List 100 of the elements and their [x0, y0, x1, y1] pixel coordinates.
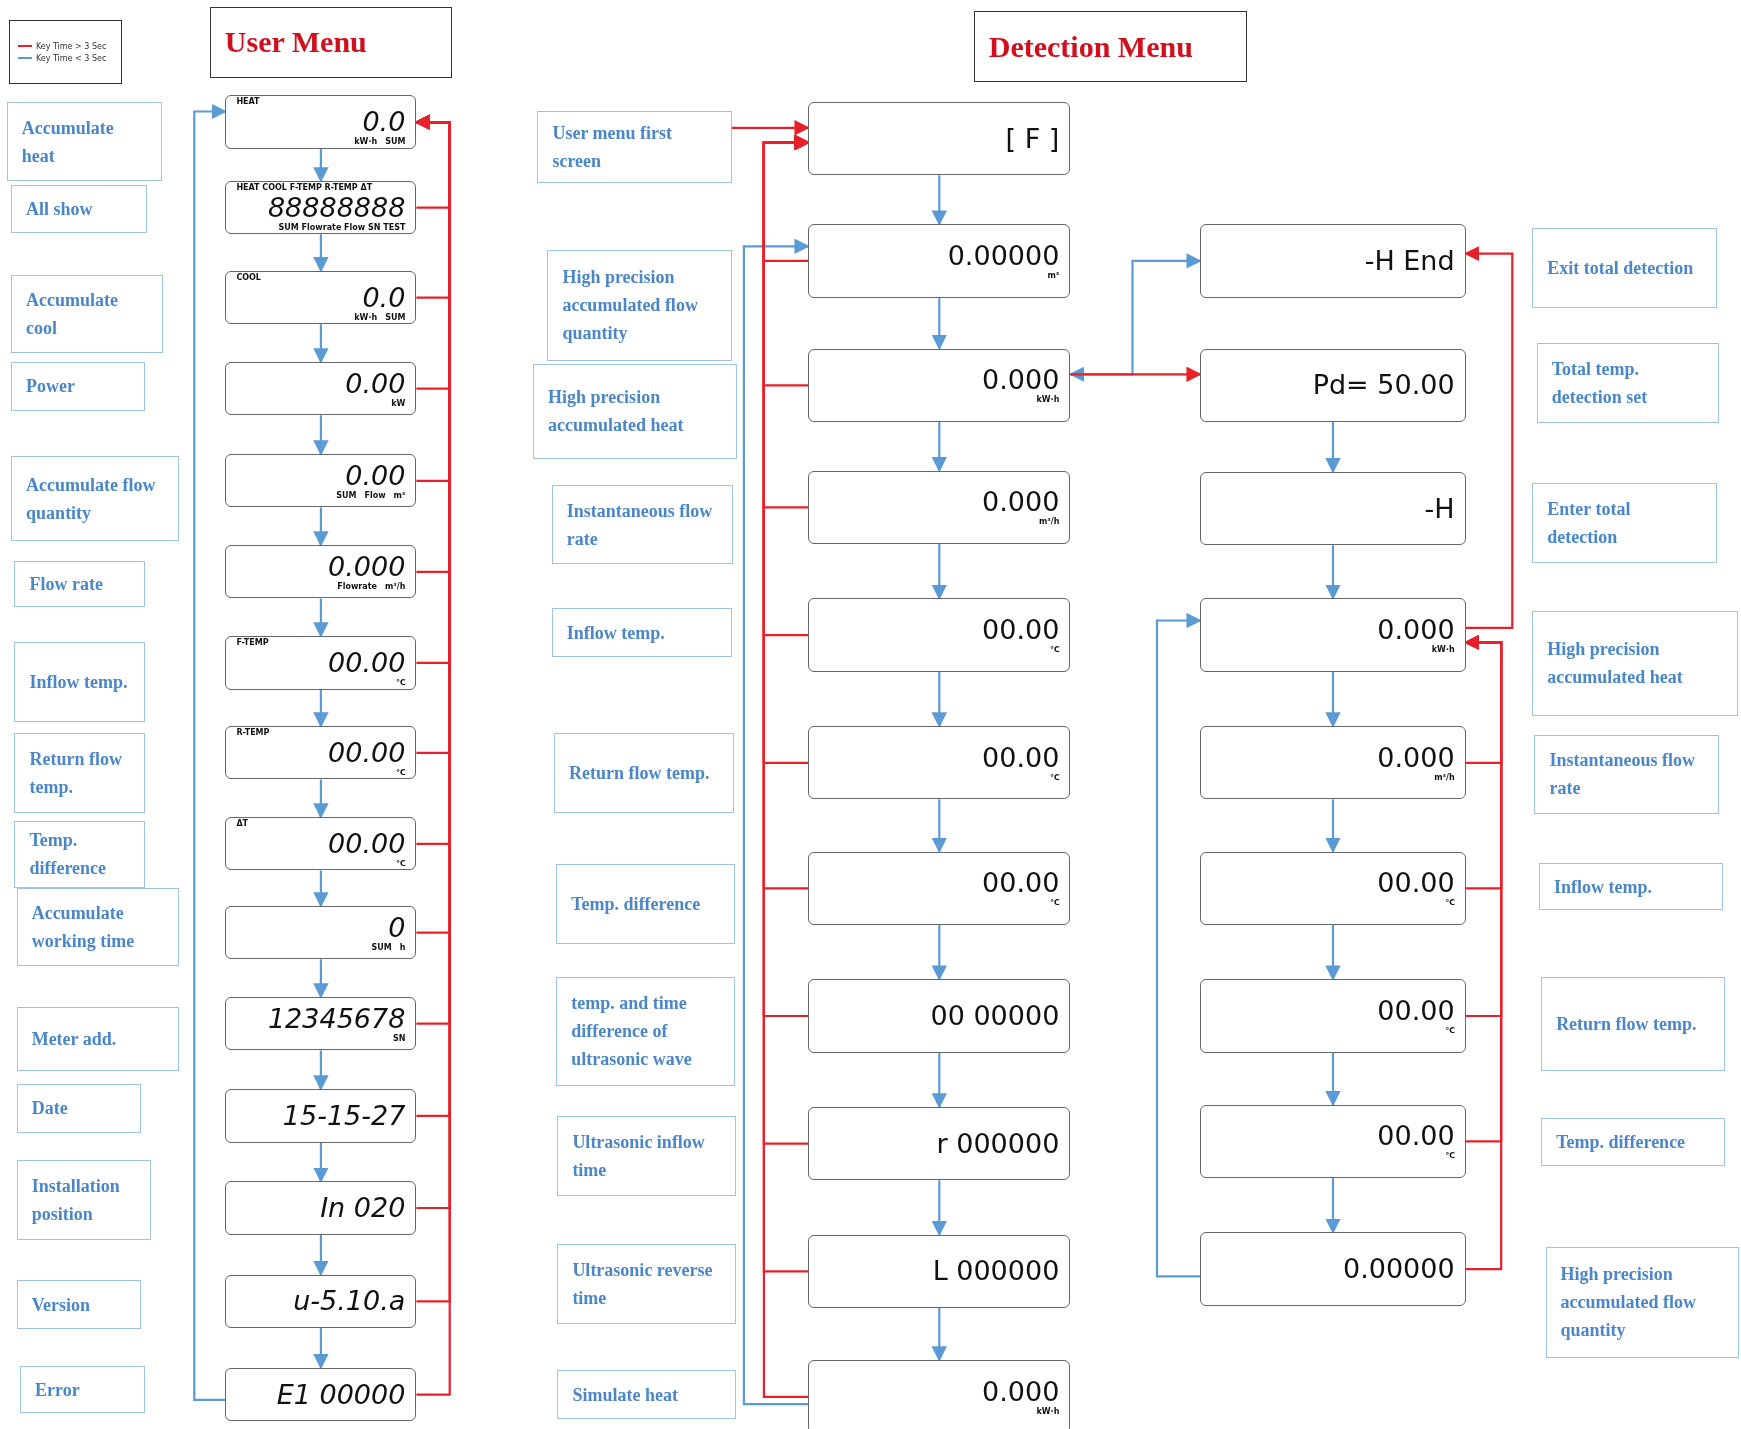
connector-arrow — [1464, 245, 1514, 629]
screen-reading: -H — [1424, 493, 1455, 524]
connector-arrow — [313, 959, 329, 999]
description-label: Installation position — [16, 1160, 151, 1241]
legend-text: Key Time < 3 Sec — [35, 53, 107, 63]
description-label: High precision accumulated flow quantity — [547, 249, 732, 361]
description-label: Temp. difference — [1541, 1118, 1726, 1166]
screen-reading: 00 00000 — [930, 1000, 1060, 1031]
connector-arrow — [313, 148, 329, 183]
description-label: Inflow temp. — [551, 608, 732, 658]
description-label: Inflow temp. — [1538, 862, 1724, 911]
description-label: Meter add. — [16, 1007, 179, 1072]
screen-reading: 0.000 — [328, 551, 406, 582]
lcd-screen — [1200, 726, 1466, 800]
lcd-screen — [808, 598, 1071, 672]
connector-arrow — [1155, 612, 1202, 1278]
lcd-screen — [1200, 851, 1466, 925]
screen-indicator: ℃ — [1444, 1025, 1455, 1036]
lcd-screen — [808, 470, 1071, 545]
description-label: Total temp. detection set — [1536, 343, 1719, 423]
description-label: Return flow temp. — [14, 732, 146, 813]
connector-arrow — [1464, 634, 1503, 1271]
screen-indicator: HEAT — [236, 97, 260, 108]
description-label: User menu first screen — [537, 111, 732, 184]
description-label: Flow rate — [14, 560, 146, 608]
lcd-screen — [225, 270, 417, 325]
screen-indicator: ℃ — [1444, 1151, 1455, 1162]
connector-arrow — [313, 779, 329, 819]
screen-reading: 0.000 — [982, 1376, 1060, 1407]
screen-reading: 0.0 — [362, 282, 406, 313]
screen-reading: L 000000 — [932, 1256, 1060, 1287]
lcd-screen — [225, 817, 417, 871]
screen-indicator: h — [399, 942, 406, 953]
screen-indicator: Flow — [364, 490, 386, 501]
screen-indicator: ΔT — [236, 818, 249, 829]
connector-arrow — [931, 297, 947, 351]
connector-arrow — [313, 234, 329, 273]
connector-arrow — [931, 175, 947, 226]
connector-arrow — [313, 1328, 329, 1370]
legend-text: Key Time > 3 Sec — [35, 41, 107, 51]
description-label: Exit total detection — [1532, 227, 1717, 308]
screen-reading: 0 — [388, 912, 406, 943]
screen-indicator: ℃ — [1049, 772, 1060, 783]
connector-arrow — [313, 1050, 329, 1091]
lcd-screen — [808, 1360, 1071, 1429]
menu-title: User Menu — [209, 6, 452, 78]
lcd-screen — [808, 726, 1071, 800]
lcd-screen — [808, 1107, 1071, 1181]
lcd-screen — [225, 1089, 417, 1143]
lcd-screen — [1200, 471, 1466, 546]
lcd-screen — [225, 454, 417, 508]
screen-indicator: COOL — [236, 272, 261, 283]
screen-indicator: SUM — [385, 137, 406, 148]
description-label: Instantaneous flow rate — [1534, 735, 1719, 814]
lcd-screen — [225, 1274, 417, 1328]
connector-arrow — [731, 120, 810, 136]
description-label: Simulate heat — [557, 1370, 737, 1419]
connector-arrow — [931, 1052, 947, 1109]
description-label: Accumulate flow quantity — [11, 456, 179, 541]
connector-arrow — [313, 507, 329, 547]
connector-arrow — [313, 324, 329, 364]
screen-reading: 00.00 — [982, 742, 1060, 773]
screen-indicator: m³ — [393, 490, 406, 501]
description-label: High precision accumulated heat — [532, 364, 738, 459]
screen-reading: 0.000 — [1377, 742, 1455, 773]
screen-indicator: F-TEMP — [236, 637, 269, 648]
screen-reading: Pd= 50.00 — [1312, 370, 1455, 401]
screen-indicator: ℃ — [1049, 645, 1060, 656]
connector-arrow — [313, 870, 329, 908]
screen-reading: 0.00000 — [1342, 1254, 1455, 1285]
screen-reading: 0.000 — [1377, 615, 1455, 646]
description-label: Ultrasonic reverse time — [557, 1243, 737, 1324]
screen-reading: 12345678 — [267, 1003, 406, 1034]
screen-reading: -H End — [1364, 245, 1455, 276]
screen-indicator: R-TEMP — [236, 727, 270, 738]
description-label: High precision accumulated heat — [1532, 610, 1738, 717]
screen-reading: 00.00 — [328, 647, 406, 678]
screen-reading: r 000000 — [936, 1128, 1060, 1159]
connector-arrow — [1325, 799, 1341, 854]
lcd-screen — [1200, 1104, 1466, 1179]
lcd-screen — [225, 361, 417, 416]
menu-title: Detection Menu — [973, 11, 1247, 83]
screen-indicator: m³/h — [1038, 517, 1060, 528]
connector-arrow — [931, 1180, 947, 1237]
connector-arrow — [313, 689, 329, 728]
screen-indicator: kW — [391, 398, 406, 409]
description-label: Date — [16, 1083, 141, 1133]
screen-indicator: SN — [392, 1033, 406, 1044]
screen-reading: 00.00 — [982, 868, 1060, 899]
screen-indicator: Flowrate — [337, 581, 377, 592]
connector-arrow — [1325, 1052, 1341, 1107]
description-label: Instantaneous flow rate — [551, 485, 733, 565]
screen-reading: 15-15-27 — [282, 1100, 406, 1131]
lcd-screen — [225, 1181, 417, 1235]
lcd-screen — [808, 1234, 1071, 1308]
screen-indicator: SUM — [336, 490, 357, 501]
lcd-screen — [808, 102, 1071, 176]
lcd-screen — [808, 348, 1071, 422]
screen-reading: 0.00 — [345, 460, 406, 491]
lcd-screen — [225, 726, 417, 780]
